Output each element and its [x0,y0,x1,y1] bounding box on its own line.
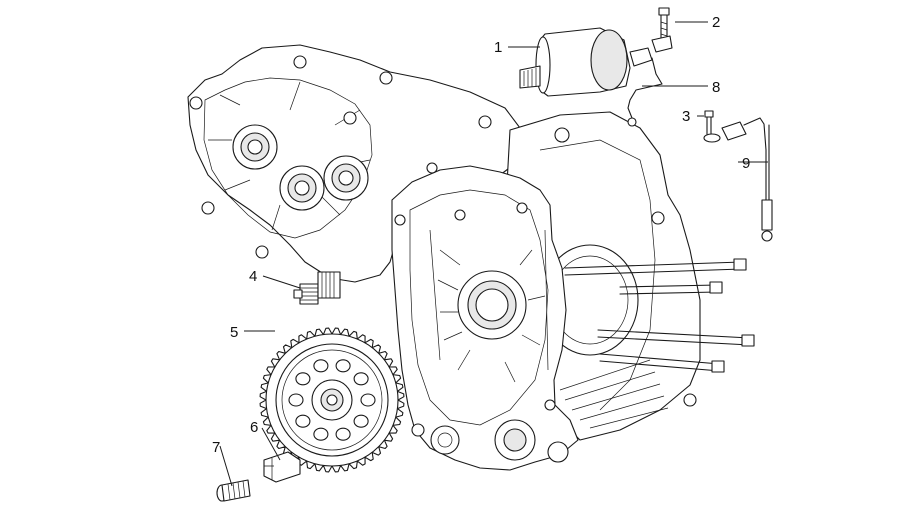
callout-3: 3 [682,108,690,125]
gear-lightening-hole [313,359,329,373]
starter-cable [721,117,773,242]
gear-lightening-hole [288,393,304,407]
ground-cable [627,57,663,119]
cable-eyelet [627,117,637,127]
gear-lightening-hole [360,393,376,407]
gear-lightening-hole [353,372,369,386]
starter-driven-gear [259,327,405,473]
callout-7: 7 [212,439,220,456]
gear-lightening-hole [295,414,311,428]
callout-4: 4 [249,268,257,285]
transmission-case [187,44,521,283]
starter-bolt [651,7,673,53]
gear-lightening-hole [313,427,329,441]
callout-1: 1 [494,39,502,56]
gear-lightening-hole [353,414,369,428]
terminal-screw [703,110,721,143]
gear-lightening-hole [335,359,351,373]
gear-lightening-hole [295,372,311,386]
bearing-3 [323,155,369,201]
cylinder-studs [564,258,755,373]
bearing-2 [279,165,325,211]
bearing-1 [232,124,278,170]
callout-8: 8 [712,79,720,96]
starter-pinion-gear [293,271,341,305]
gear-lightening-hole [335,427,351,441]
callout-6: 6 [250,419,258,436]
fixing-screw [216,479,251,502]
crankcase-left-half [391,162,579,471]
callout-2: 2 [712,14,720,31]
callout-5: 5 [230,324,238,341]
callout-labels: 1 2 3 4 5 6 7 8 9 [212,14,750,456]
starter-motor [519,27,653,97]
retaining-clip [263,451,301,483]
callout-9: 9 [742,155,750,172]
leader-lines [219,21,768,487]
